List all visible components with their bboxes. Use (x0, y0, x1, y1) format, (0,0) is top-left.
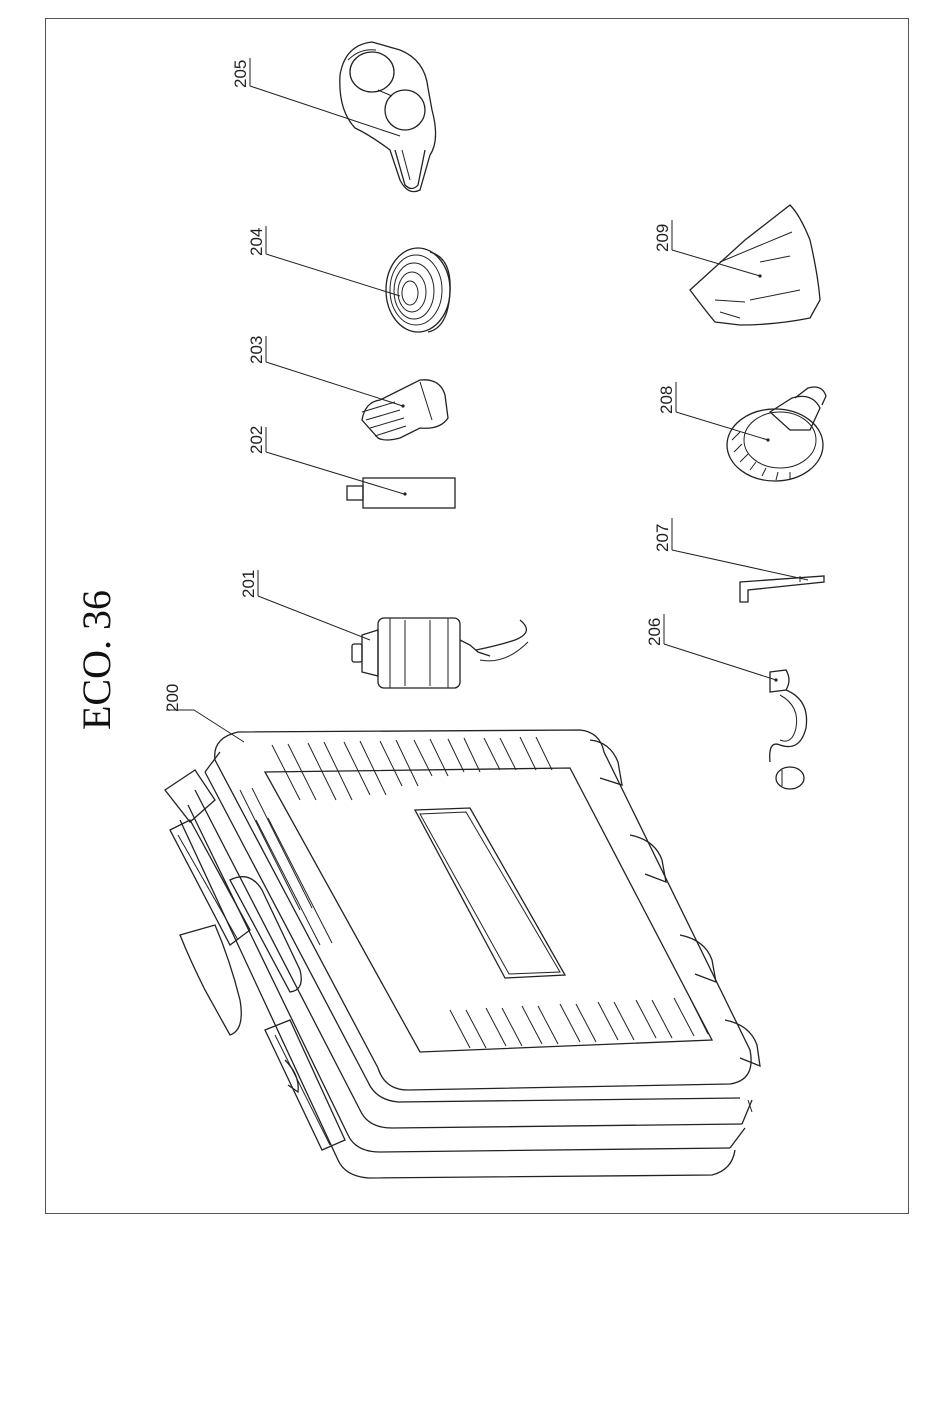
tape-204-drawing (386, 248, 450, 332)
callout-204: 204 (247, 228, 266, 256)
hose-206-drawing (770, 670, 807, 789)
callout-206: 206 (645, 618, 664, 646)
callout-200: 200 (163, 684, 182, 712)
knurled-nozzle-208-drawing (727, 387, 826, 481)
goggles-205-drawing (340, 42, 436, 192)
guard-209-drawing (690, 205, 820, 325)
callout-209: 209 (653, 224, 672, 252)
callout-208: 208 (657, 386, 676, 414)
callout-205: 205 (231, 60, 250, 88)
callout-202: 202 (247, 426, 266, 454)
motor-201-drawing (352, 618, 528, 688)
callout-207: 207 (653, 524, 672, 552)
diagram-title: ECO. 36 (74, 590, 119, 730)
callout-203: 203 (247, 336, 266, 364)
gloves-203-drawing (362, 380, 448, 440)
callout-201: 201 (239, 570, 258, 598)
allen-key-207-drawing (740, 576, 824, 602)
case-200-drawing (165, 730, 760, 1178)
